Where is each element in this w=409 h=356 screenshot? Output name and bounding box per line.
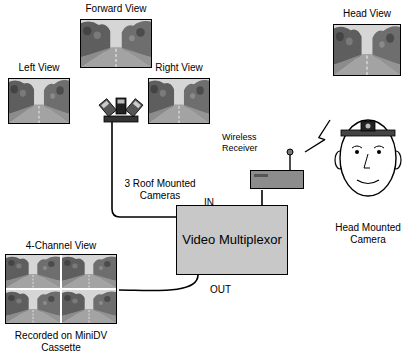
cable	[112, 202, 176, 217]
node-title: Video Multiplexor	[180, 232, 284, 248]
node-title: Forward View	[78, 3, 154, 15]
multiplexor-box: Video Multiplexor	[176, 205, 288, 275]
node-title: Wireless Receiver	[222, 132, 274, 154]
view-image: Right View	[146, 62, 212, 126]
node-title: 4-Channel View	[3, 240, 119, 252]
port-label: OUT	[210, 279, 231, 297]
wireless-link	[305, 120, 330, 152]
receiver-device: Wireless Receiver	[220, 132, 305, 190]
cable	[262, 190, 263, 205]
view-image: Forward View	[78, 3, 154, 71]
view-image: 4-Channel ViewRecorded on MiniDV Cassett…	[3, 240, 119, 354]
node-title: Left View	[6, 62, 72, 74]
cable	[119, 275, 198, 291]
connector-line	[112, 202, 176, 217]
port-label: IN	[204, 197, 214, 208]
port-label: OUT	[210, 284, 231, 295]
port-label: IN	[204, 192, 214, 210]
view-image: Left View	[6, 62, 72, 126]
connector-line	[119, 275, 198, 291]
head-camera: Head Mounted Camera	[330, 98, 406, 246]
connector-line	[305, 120, 330, 152]
node-title: Head Mounted Camera	[330, 222, 406, 246]
view-image: Head View	[331, 8, 403, 78]
node-title: 3 Roof Mounted Cameras	[118, 178, 202, 202]
node-title: Right View	[146, 62, 212, 74]
node-caption: Recorded on MiniDV Cassette	[3, 330, 119, 354]
connector-line	[261, 190, 263, 205]
node-title: Head View	[331, 8, 403, 20]
camera-group: 3 Roof Mounted Cameras	[100, 96, 204, 202]
